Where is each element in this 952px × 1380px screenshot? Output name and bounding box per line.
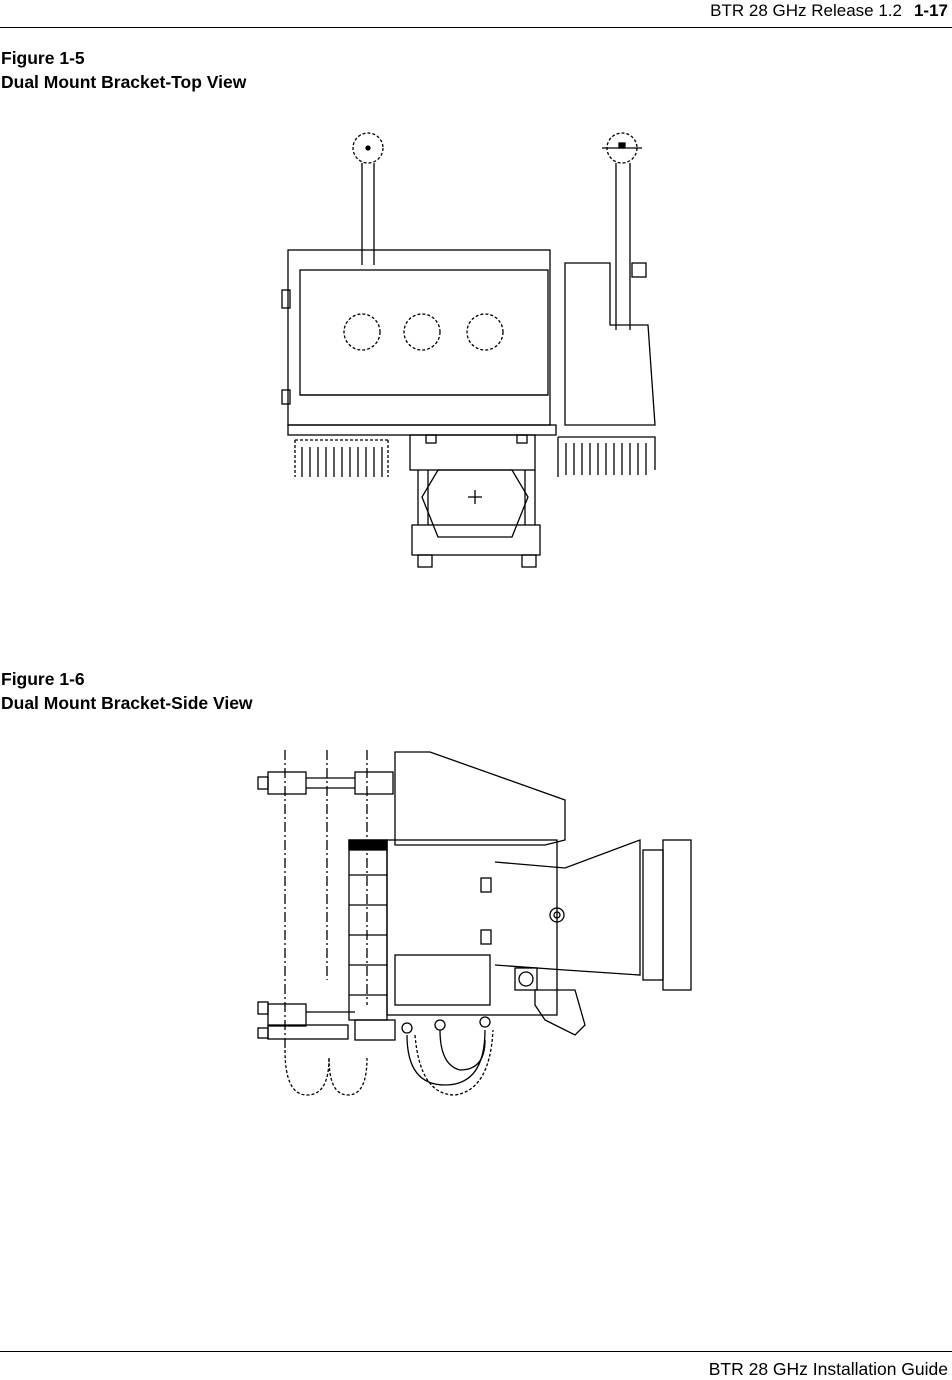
figure-caption-top-view: Figure 1-5 Dual Mount Bracket-Top View xyxy=(1,46,246,94)
figure-caption-side-view: Figure 1-6 Dual Mount Bracket-Side View xyxy=(1,667,253,715)
figure-number: Figure 1-5 xyxy=(1,48,85,68)
side-view-drawing xyxy=(245,740,705,1105)
header-title: BTR 28 GHz Release 1.2 xyxy=(710,1,902,20)
figure-title: Dual Mount Bracket-Side View xyxy=(1,693,253,713)
figure-title: Dual Mount Bracket-Top View xyxy=(1,72,247,92)
page-footer: BTR 28 GHz Installation Guide xyxy=(0,1351,952,1380)
top-view-drawing xyxy=(270,125,670,575)
figure-number: Figure 1-6 xyxy=(1,669,85,689)
page-header: BTR 28 GHz Release 1.2 1-17 xyxy=(0,0,952,28)
header-text: BTR 28 GHz Release 1.2 1-17 xyxy=(710,1,948,21)
page-number: 1-17 xyxy=(913,1,948,20)
footer-title: BTR 28 GHz Installation Guide xyxy=(708,1359,948,1379)
